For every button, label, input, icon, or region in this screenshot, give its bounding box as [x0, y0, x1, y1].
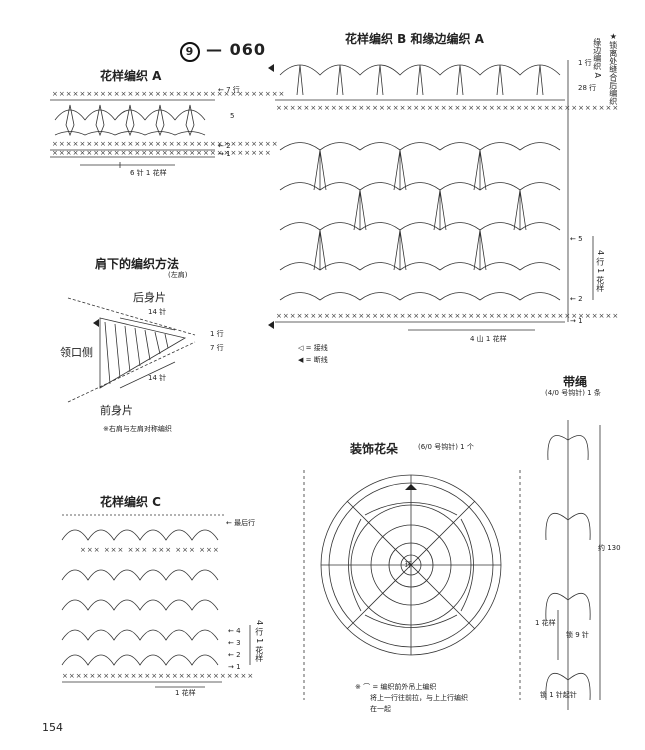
pattern-c-repeat: 1 花样	[175, 689, 196, 697]
pattern-b-r1b: → 1	[570, 317, 583, 325]
strap-chain-1: 锁 1 针起针	[540, 691, 577, 699]
page-title-rest: — 060	[206, 40, 266, 59]
edging-note: ★锁离处缝合后编织	[608, 32, 618, 105]
shoulder-subtitle: (左肩)	[168, 271, 188, 279]
strap-repeat: 1 花样	[535, 619, 556, 627]
pattern-a-repeat: 6 针 1 花样	[130, 169, 167, 177]
pattern-a-row1: → 1	[218, 150, 231, 158]
edging-a-label: 缘边编织 A	[592, 38, 602, 79]
shoulder-row1: 1 行	[210, 330, 224, 338]
shoulder-row7: 7 行	[210, 344, 224, 352]
back-piece-label: 后身片	[133, 291, 166, 304]
pattern-b-title: 花样编织 B 和缘边编织 A	[345, 32, 484, 46]
stitch-count-14-top: 14 针	[148, 308, 167, 316]
pattern-b-r28: 28 行	[578, 84, 597, 92]
svg-text:××××××××××××××××××××××××××××××: ×××××××××××××××××××××××××××××××××	[52, 140, 279, 148]
flower-note-2: 将上一行往前拉，与上上行编织	[370, 694, 468, 702]
pattern-c-r2: ← 2	[228, 651, 241, 659]
flower-center-ring: 环	[405, 561, 412, 569]
pattern-b-repeat: 4 山 1 花样	[470, 335, 507, 343]
pattern-a-row5: 5	[230, 112, 235, 120]
strap-chain-9: 锁 9 针	[566, 631, 589, 639]
svg-text:××× ××× ××× ××× ×××: ××× ××× ××× ××× ××× ×××	[80, 546, 220, 554]
flower-title: 装饰花朵	[350, 442, 399, 456]
pattern-c-r3: ← 3	[228, 639, 241, 647]
neckline-label: 领口侧	[60, 346, 93, 359]
legend-cut: ◀ = 断线	[298, 356, 328, 364]
circle-number: 9	[180, 42, 200, 62]
strap-title: 带绳	[563, 375, 588, 389]
stitch-count-14-bottom: 14 针	[148, 374, 167, 382]
svg-text:××××××××××××××××××××××××××××: ××××××××××××××××××××××××××××	[62, 672, 254, 680]
pattern-b-repeat-rows: 4 行 1 花样	[595, 250, 605, 292]
svg-text:××××××××××××××××××××××××××××××: ××××××××××××××××××××××××××××××××××	[52, 90, 285, 98]
front-piece-label: 前身片	[100, 404, 133, 417]
shoulder-note: ※右肩与左肩对称编织	[103, 425, 172, 433]
flower-note-3: 在一起	[370, 705, 391, 713]
pattern-c-r4: ← 4	[228, 627, 241, 635]
strap-hook: (4/0 号钩针) 1 条	[545, 389, 601, 397]
pattern-a-title: 花样编织 A	[100, 69, 162, 83]
svg-text:××××××××××××××××××××××××××××××: ××××××××××××××××××××××××××××××××××××××××…	[276, 104, 619, 112]
pattern-c-r1: → 1	[228, 663, 241, 671]
strap-length: 约 130	[598, 544, 621, 552]
pattern-c-title: 花样编织 C	[100, 495, 161, 509]
pattern-b-r1: 1 行	[578, 59, 592, 67]
pattern-c-last-row: ← 最后行	[226, 519, 256, 527]
svg-text:××××××××××××××××××××××××××××××: ××××××××××××××××××××××××××××××××	[52, 149, 272, 157]
flower-note-1: ※ ⌒ = 编织前外吊上编织	[355, 683, 437, 691]
page-number: 154	[42, 721, 63, 734]
flower-hook: (6/0 号钩针) 1 个	[418, 443, 474, 451]
pattern-b-r5: ← 5	[570, 235, 583, 243]
pattern-c-repeat-rows: 4 行 1 花样	[254, 620, 264, 662]
page-title: 9 — 060	[180, 40, 266, 62]
legend-attach: ◁ = 接线	[298, 344, 328, 352]
pattern-a-row7: ← 7 行	[218, 86, 240, 94]
shoulder-title: 肩下的编织方法	[95, 257, 180, 271]
pattern-a-row2: ← 2	[218, 142, 231, 150]
svg-text:××××××××××××××××××××××××××××××: ××××××××××××××××××××××××××××××××××××××××…	[276, 312, 619, 320]
pattern-b-r2: ← 2	[570, 295, 583, 303]
